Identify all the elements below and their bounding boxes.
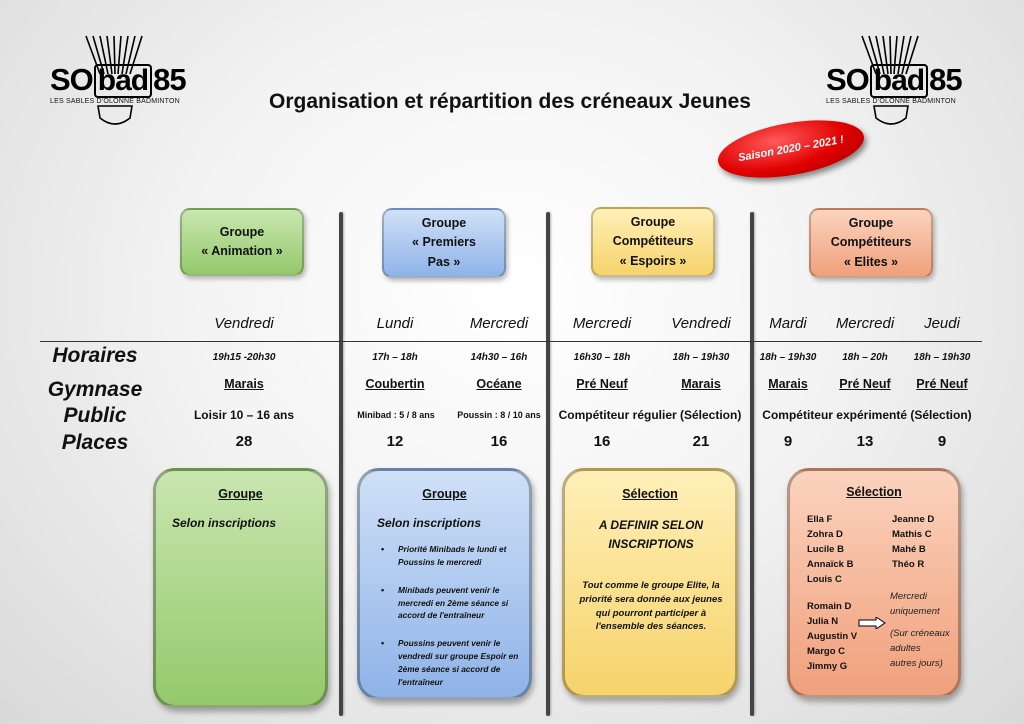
names-list: Jeanne D Mathis C Mahé B Théo R (892, 514, 935, 570)
gym-cell: Pré Neuf (916, 377, 968, 391)
note-text: Mercredi uniquement (890, 591, 940, 617)
box-text: Tout comme le groupe Elite, la priorité … (579, 580, 723, 633)
box-elites: Sélection Ella F Zohra D Lucile B Annaïc… (787, 468, 961, 698)
hours-cell: 17h – 18h (372, 352, 418, 363)
gym-cell: Marais (768, 377, 808, 391)
divider (339, 212, 343, 716)
hours-cell: 14h30 – 16h (470, 352, 528, 363)
list-item: Priorité Minibads le lundi et Poussins l… (381, 543, 528, 569)
places-cell: 9 (937, 433, 947, 450)
places-cell: 9 (783, 433, 793, 450)
hours-cell: 18h – 19h30 (672, 352, 730, 363)
gym-cell: Pré Neuf (576, 377, 628, 391)
day-cell: Mercredi (572, 315, 632, 332)
names-list: Ella F Zohra D Lucile B Annaïck B Louis … (807, 514, 854, 585)
arrow-right-icon (858, 617, 886, 629)
public-cell: Compétiteur régulier (Sélection) (558, 408, 742, 422)
shuttlecock-icon (861, 35, 919, 125)
box-subtitle: Selon inscriptions (377, 516, 482, 530)
public-cell: Loisir 10 – 16 ans (193, 408, 295, 422)
box-heading: Sélection (622, 487, 678, 501)
logo-subtitle: LES SABLES D'OLONNE BADMINTON (826, 98, 956, 105)
gym-cell: Marais (681, 377, 721, 391)
day-cell: Mercredi (835, 315, 895, 332)
box-subtitle: A DEFINIR SELON INSCRIPTIONS (598, 518, 704, 552)
gym-cell: Coubertin (365, 377, 425, 391)
group-premiers-pas-header: Groupe « Premiers Pas » (382, 208, 506, 278)
row-label-places: Places (61, 431, 129, 454)
places-cell: 16 (593, 433, 611, 450)
places-cell: 28 (235, 433, 253, 450)
box-heading: Groupe (218, 487, 263, 501)
box-subtitle: Selon inscriptions (172, 516, 277, 530)
hours-cell: 18h – 19h30 (913, 352, 971, 363)
gym-cell: Marais (224, 377, 264, 391)
header-rule (40, 341, 982, 342)
places-cell: 21 (692, 433, 710, 450)
day-cell: Mercredi (469, 315, 529, 332)
box-premiers-pas: Groupe Selon inscriptions Priorité Minib… (357, 468, 532, 700)
hours-cell: 18h – 20h (842, 352, 888, 363)
day-cell: Jeudi (924, 315, 960, 332)
group-animation-header: Groupe « Animation » (180, 208, 304, 276)
divider (546, 212, 550, 716)
season-badge: Saison 2020 – 2021 ! (713, 110, 869, 188)
gym-cell: Pré Neuf (839, 377, 891, 391)
names-list: Romain D Julia N Augustin V Margo C Jimm… (807, 601, 858, 672)
group-espoirs-header: Groupe Compétiteurs « Espoirs » (591, 207, 715, 277)
hours-cell: 16h30 – 18h (573, 352, 631, 363)
day-cell: Vendredi (671, 315, 731, 332)
places-cell: 12 (386, 433, 404, 450)
note-text: (Sur créneaux adultes autres jours) (890, 628, 950, 669)
row-label-gymnase: Gymnase (47, 378, 143, 401)
public-cell: Poussin : 8 / 10 ans (457, 410, 541, 420)
box-heading: Sélection (846, 485, 902, 499)
page-title: Organisation et répartition des créneaux… (269, 90, 751, 113)
hours-cell: 19h15 -20h30 (212, 352, 276, 363)
places-cell: 16 (490, 433, 508, 450)
row-label-horaires: Horaires (52, 344, 138, 367)
group-elites-header: Groupe Compétiteurs « Elites » (809, 208, 933, 278)
row-label-public: Public (63, 404, 127, 427)
box-bullet-list: Priorité Minibads le lundi et Poussins l… (381, 543, 528, 704)
shuttlecock-icon (85, 35, 143, 125)
logo-subtitle: LES SABLES D'OLONNE BADMINTON (50, 98, 180, 105)
gym-cell: Océane (476, 377, 522, 391)
divider (750, 212, 754, 716)
day-cell: Lundi (376, 315, 414, 332)
box-espoirs: Sélection A DEFINIR SELON INSCRIPTIONS T… (562, 468, 738, 698)
public-cell: Minibad : 5 / 8 ans (357, 410, 435, 420)
list-item: Poussins peuvent venir le vendredi sur g… (381, 637, 528, 688)
list-item: Minibads peuvent venir le mercredi en 2è… (381, 584, 528, 623)
day-cell: Mardi (769, 315, 807, 332)
hours-cell: 18h – 19h30 (759, 352, 817, 363)
places-cell: 13 (856, 433, 874, 450)
box-animation: Groupe Selon inscriptions (153, 468, 328, 708)
box-heading: Groupe (422, 487, 467, 501)
day-cell: Vendredi (214, 315, 274, 332)
public-cell: Compétiteur expérimenté (Sélection) (762, 408, 972, 422)
